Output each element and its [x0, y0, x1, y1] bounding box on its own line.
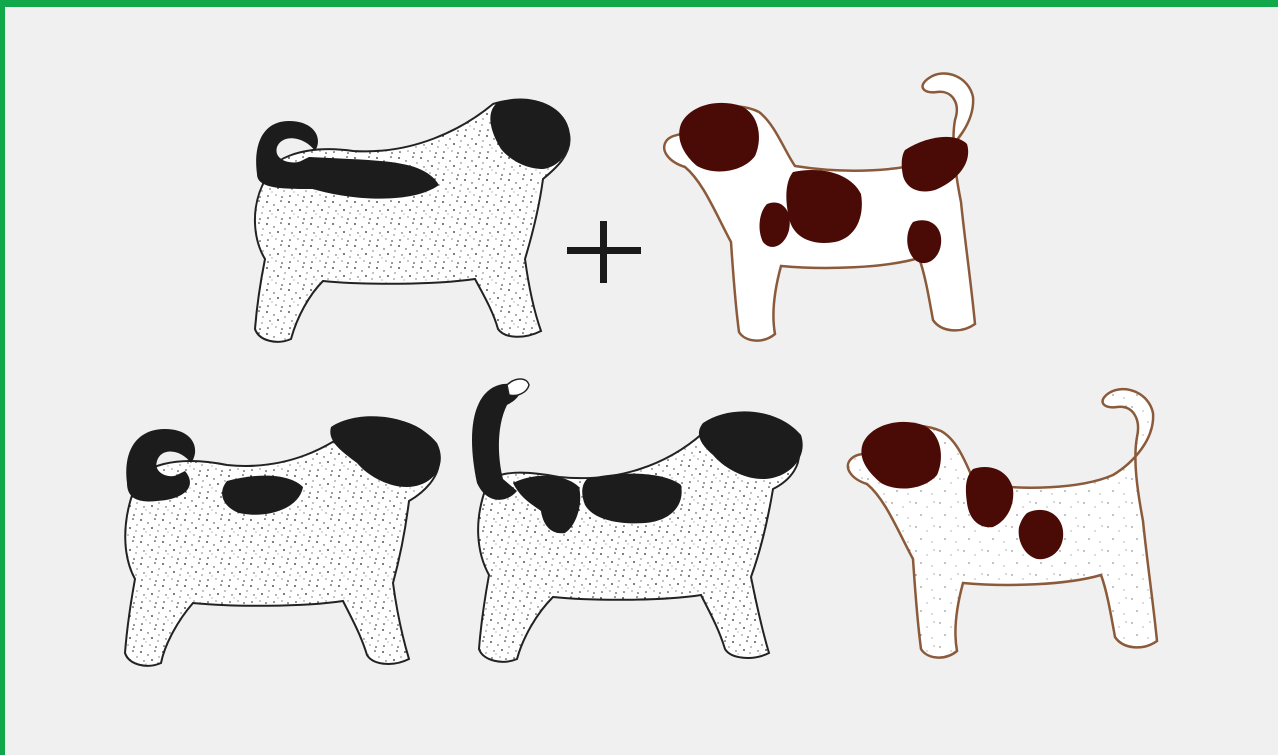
plus-icon: [567, 221, 641, 283]
parent-dog-brown-white: [655, 62, 1015, 362]
offspring-dog-brown-white: [841, 379, 1191, 679]
parent-dog-black-white: [243, 89, 583, 349]
offspring-dog-black-white-upright: [467, 375, 817, 675]
offspring-dog-black-white-curled: [117, 407, 457, 677]
